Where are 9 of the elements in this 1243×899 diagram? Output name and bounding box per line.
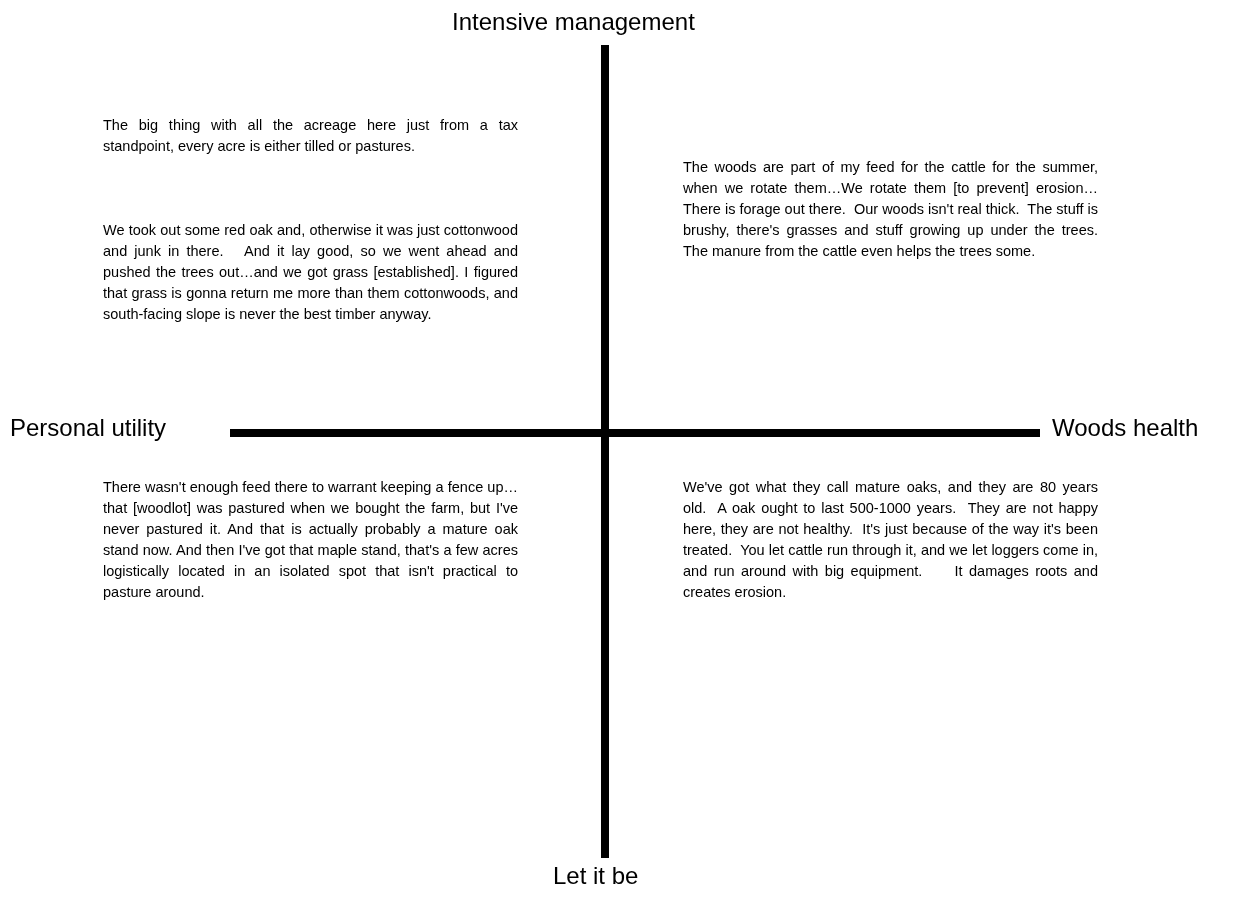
axis-label: Let it be xyxy=(553,862,639,890)
quote-paragraph: We've got what they call mature oaks, and they are 80 years old. A oak ought to last 500-1000 years. They are not happy here, they are not healthy. It's just because of the way it's been treated. You let cattle run through it, and we let loggers come in, and run around with big equipment. It damages roots and creates erosion. xyxy=(683,478,1098,602)
axis-label: Woods health xyxy=(1052,414,1199,442)
axis-label: Intensive management xyxy=(452,8,695,36)
axis-label: Personal utility xyxy=(10,414,167,442)
quote-paragraph: There wasn't enough feed there to warrant keeping a fence up…that [woodlot] was pastured when we bought the farm, but I've never pastured it. And that is actually probably a mature oak stand now. And then I've got that maple stand, that's a few acres logistically located in an isolated spot that isn't practical to pasture around. xyxy=(103,478,518,602)
quote-paragraph: The big thing with all the acreage here just from a tax standpoint, every acre is either tilled or pastures. xyxy=(103,116,518,156)
quote-paragraph: We took out some red oak and, otherwise it was just cottonwood and junk in there. And it lay good, so we went ahead and pushed the trees out…and we got grass [established]. I figured that grass is gonna return me more than them cottonwoods, and south-facing slope is never the best timber anyway. xyxy=(103,221,518,324)
quote-paragraph: The woods are part of my feed for the cattle for the summer, when we rotate them…We rotate them [to prevent] erosion…There is forage out there. Our woods isn't real thick. The stuff is brushy, there's grasses and stuff growing up under the trees. The manure from the cattle even helps the trees some. xyxy=(683,158,1098,261)
